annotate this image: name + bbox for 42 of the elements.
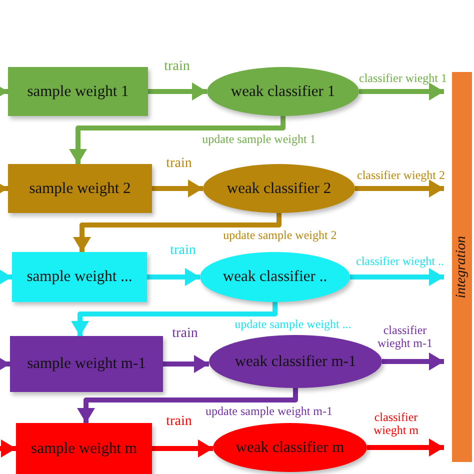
arrow [77, 388, 298, 423]
arrow [69, 116, 286, 164]
classifier-ellipse: weak classifier .. [200, 252, 350, 302]
arrow [0, 440, 16, 458]
arrow [355, 180, 444, 198]
edge-label: classifier wieght m [372, 411, 420, 436]
arrow [152, 180, 203, 198]
edge-label: train [171, 327, 199, 342]
arrow [350, 268, 444, 286]
process-box: sample weight m-1 [10, 336, 163, 392]
classifier-ellipse: weak classifier 1 [207, 67, 359, 116]
arrow [73, 213, 282, 252]
edge-label: update sample weight ... [234, 318, 352, 331]
arrow [359, 82, 444, 100]
process-box: sample weight m [16, 423, 152, 474]
edge-label: classifier wieght 1 [358, 72, 448, 85]
arrow [71, 302, 278, 336]
edge-label: train [169, 244, 197, 259]
bar-label: integration [454, 236, 470, 298]
classifier-ellipse: weak classifier 2 [203, 164, 355, 213]
process-box: sample weight 1 [8, 67, 148, 116]
arrow [382, 352, 444, 370]
arrow [152, 440, 213, 458]
edge-label: update sample weight 1 [201, 133, 317, 146]
edge-label: classifier wieght 2 [356, 169, 446, 182]
arrow [0, 355, 10, 373]
edge-label: train [165, 157, 193, 172]
arrow [0, 268, 12, 286]
process-box: sample weight ... [12, 252, 147, 302]
arrow [163, 355, 209, 373]
edge-label: train [163, 60, 191, 75]
arrow [148, 82, 207, 100]
classifier-ellipse: weak classifier m [213, 423, 367, 472]
process-box: sample weight 2 [8, 164, 152, 213]
integration-bar [452, 72, 472, 462]
arrow [147, 268, 200, 286]
arrow [367, 438, 444, 456]
edge-label: update sample weight 2 [222, 229, 338, 242]
edge-label: update sample weight m-1 [204, 405, 334, 418]
edge-label: classifier wieght .. [355, 255, 445, 268]
edge-label: train [165, 415, 193, 430]
edge-label: classifier wieght m-1 [376, 324, 434, 350]
